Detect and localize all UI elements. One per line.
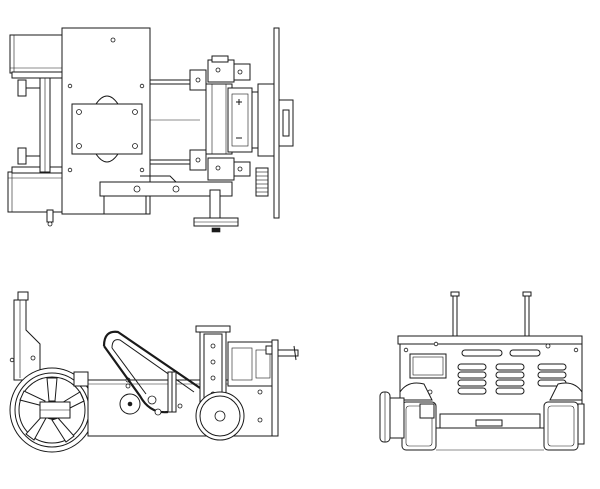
front-right-wheel (543, 401, 585, 451)
top-view (7, 27, 294, 233)
chassis-body (87, 379, 279, 437)
drive-belt (102, 330, 201, 389)
center-mount-plate (71, 103, 143, 155)
front-view (379, 291, 585, 451)
front-plate (273, 27, 280, 219)
antenna-left (452, 291, 458, 337)
front-left-wheel (379, 391, 437, 451)
antenna-right (524, 291, 530, 337)
belt-arm (99, 181, 233, 197)
side-view (9, 291, 299, 453)
display-window (409, 353, 447, 379)
battery (227, 87, 253, 153)
rear-upright (13, 299, 41, 381)
spring-stack (255, 167, 269, 197)
vent-slots (457, 349, 567, 395)
rear-wheel (9, 367, 95, 453)
front-switch (277, 349, 299, 357)
